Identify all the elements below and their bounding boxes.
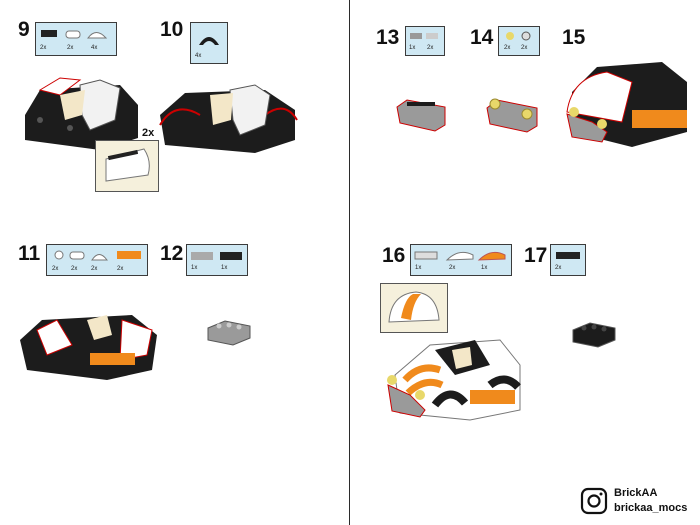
step-number-10: 10 (160, 18, 184, 41)
parts-icons-step-14 (506, 31, 531, 41)
model-step-15 (566, 62, 687, 147)
part-qty: 2x (504, 45, 511, 51)
step-number-13: 13 (376, 26, 400, 49)
part-qty: 2x (521, 45, 528, 51)
part-qty: 4x (91, 45, 98, 51)
part-qty: 1x (221, 265, 228, 271)
parts-icons-step-13 (410, 33, 438, 39)
part-qty: 2x (555, 265, 562, 271)
step-number-12: 12 (160, 242, 184, 265)
part-qty: 1x (191, 265, 198, 271)
part-qty: 2x (427, 45, 434, 51)
parts-box-step-9: 2x 2x 4x (35, 22, 117, 56)
part-qty: 4x (195, 53, 202, 59)
parts-box-step-17: 2x (550, 244, 586, 276)
parts-icons-step-10 (199, 37, 219, 45)
parts-icons-step-16 (414, 251, 506, 261)
parts-box-step-16: 1x 2x 1x (410, 244, 512, 276)
step-number-17: 17 (524, 244, 548, 267)
parts-box-step-10: 4x (190, 22, 228, 64)
step-number-11: 11 (18, 242, 41, 265)
page-divider (349, 0, 350, 525)
callout-multiplier: 2x (142, 127, 155, 139)
parts-box-step-14: 2x 2x (498, 26, 540, 56)
parts-box-step-12: 1x 1x (186, 244, 248, 276)
part-qty: 1x (481, 265, 488, 271)
model-step-14 (486, 98, 538, 133)
model-step-10 (159, 84, 298, 153)
part-qty: 2x (52, 266, 59, 272)
callout-part (105, 148, 150, 182)
step-number-14: 14 (470, 26, 494, 49)
parts-box-step-11: 2x 2x 2x 2x (46, 244, 148, 276)
model-step-12 (207, 320, 251, 346)
part-qty: 2x (71, 266, 78, 272)
step-number-15: 15 (562, 26, 586, 49)
parts-icons-step-17 (556, 252, 580, 259)
branding: BrickAA brickaa_mocs (580, 487, 690, 519)
brand-name: BrickAA (614, 487, 658, 499)
model-step-17 (572, 322, 616, 348)
model-step-11 (20, 315, 157, 380)
part-qty: 2x (91, 266, 98, 272)
part-qty: 2x (67, 45, 74, 51)
step-number-9: 9 (18, 18, 30, 41)
model-step-9 (25, 77, 138, 150)
part-qty: 1x (415, 265, 422, 271)
parts-icons-step-9 (41, 30, 108, 39)
part-qty: 1x (409, 45, 416, 51)
brand-handle: brickaa_mocs (614, 502, 688, 514)
callout-box-step-16 (380, 283, 448, 333)
callout-part (388, 291, 440, 323)
model-step-16 (387, 339, 521, 421)
parts-icons-step-11 (54, 250, 141, 261)
part-qty: 2x (40, 45, 47, 51)
step-number-16: 16 (382, 244, 406, 267)
part-qty: 2x (449, 265, 456, 271)
part-qty: 2x (117, 266, 124, 272)
parts-box-step-13: 1x 2x (405, 26, 445, 56)
model-step-13 (396, 99, 446, 132)
parts-icons-step-12 (191, 252, 242, 260)
instagram-icon (580, 487, 608, 515)
callout-box-step-9 (95, 140, 159, 192)
